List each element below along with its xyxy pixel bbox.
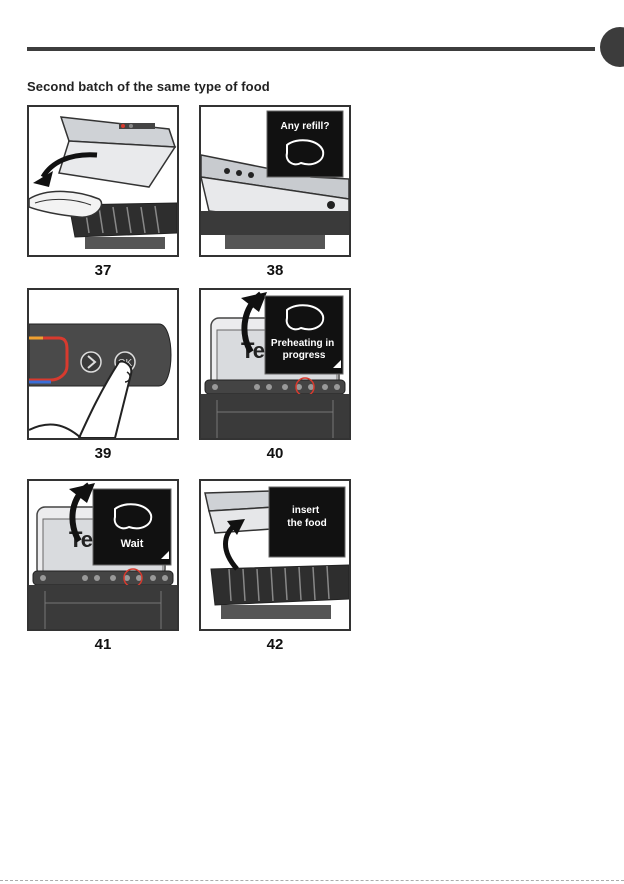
figure-39-number: 39 [27, 445, 179, 462]
screen-wait: Wait [121, 538, 144, 550]
figure-41-panel: Te Wait [27, 479, 179, 631]
screen-any-refill: Any refill? [281, 121, 330, 132]
section-title: Second batch of the same type of food [27, 79, 270, 94]
figure-42-number: 42 [199, 636, 351, 653]
figure-37-panel [27, 105, 179, 257]
figure-39-panel: OK [27, 288, 179, 440]
figure-38-number: 38 [199, 262, 351, 279]
figure-41-number: 41 [27, 636, 179, 653]
figure-40-number: 40 [199, 445, 351, 462]
figure-40-panel: Te Preheating in progress [199, 288, 351, 440]
page-tab [600, 27, 624, 67]
figure-37-number: 37 [27, 262, 179, 279]
figure-38-panel: Any refill? [199, 105, 351, 257]
figure-42-panel: insert the food [199, 479, 351, 631]
header-rule [27, 47, 595, 51]
footer-rule [0, 880, 624, 881]
